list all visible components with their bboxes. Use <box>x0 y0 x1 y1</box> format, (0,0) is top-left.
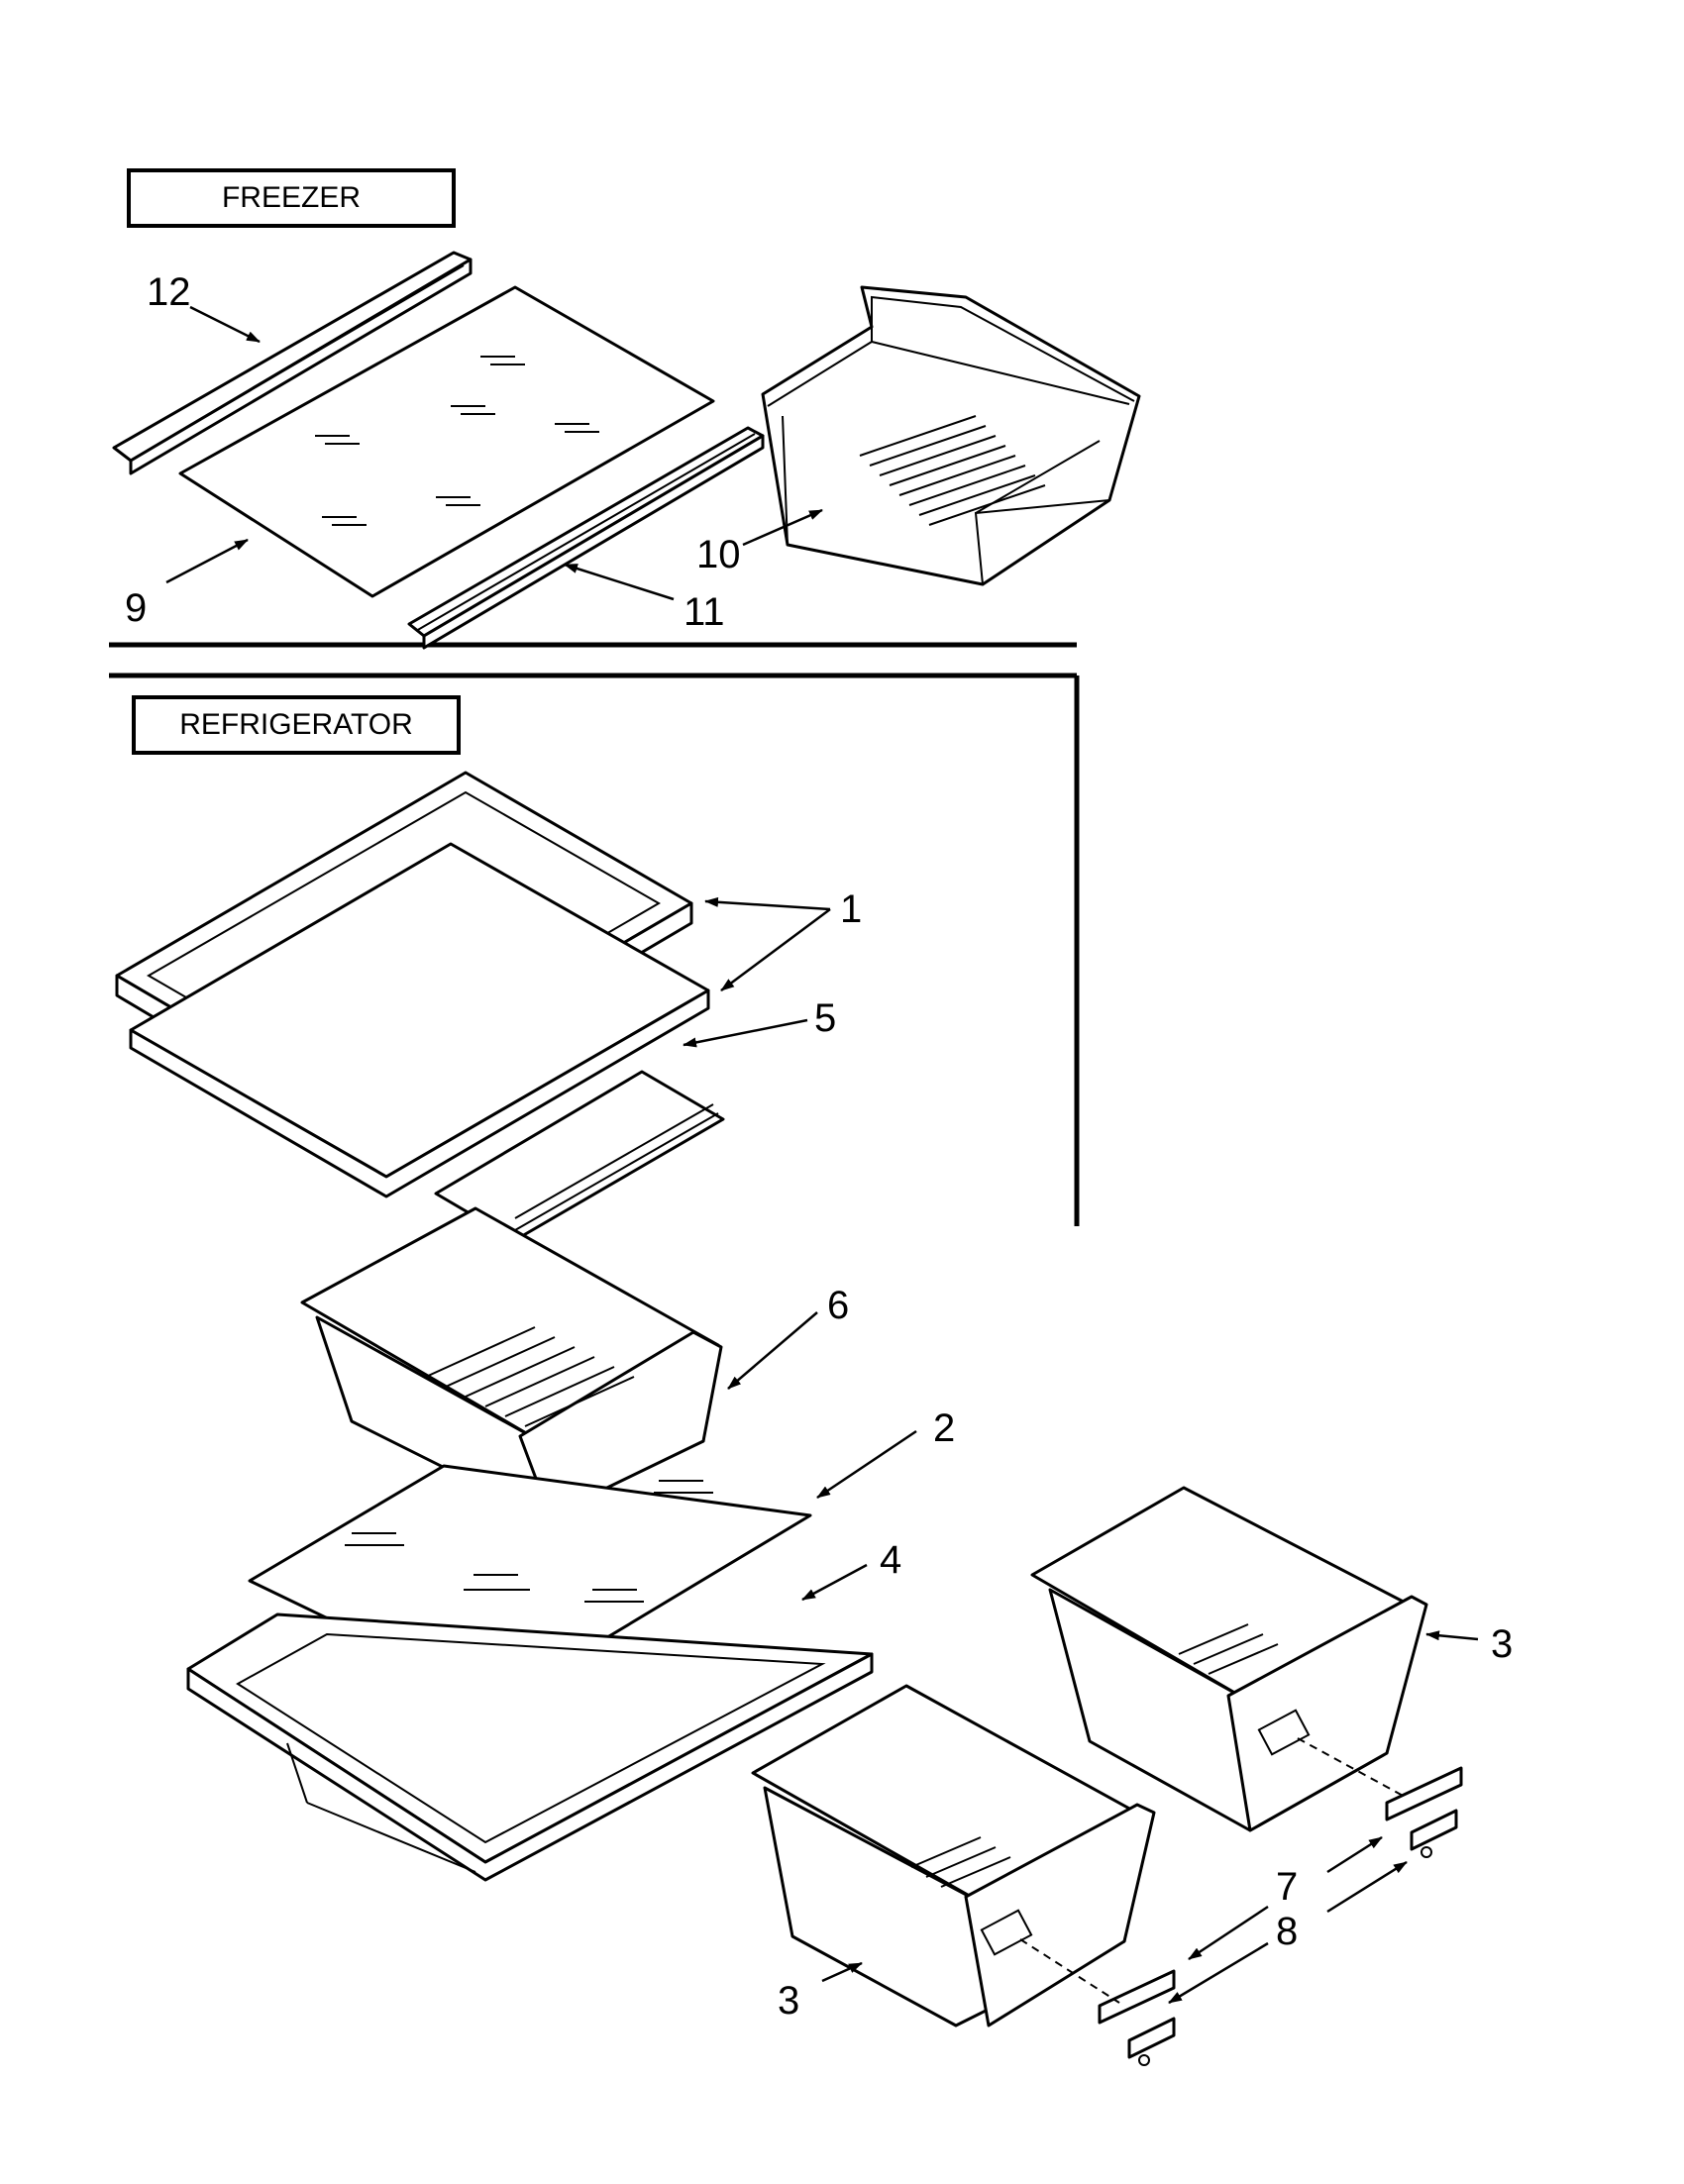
leader-6 <box>727 1311 818 1390</box>
callout-8: 8 <box>1276 1910 1299 1953</box>
freezer-bin-10 <box>761 285 1141 586</box>
refrigerator-drawer-6 <box>300 1206 723 1517</box>
callout-3-left: 3 <box>778 1979 800 2023</box>
freezer-glass-shelf-9 <box>178 285 715 598</box>
leader-9 <box>165 538 249 584</box>
callout-2: 2 <box>933 1406 956 1450</box>
leader-11 <box>564 563 675 601</box>
leader-12 <box>189 305 261 344</box>
leader-10 <box>742 508 823 547</box>
callout-6: 6 <box>827 1284 850 1327</box>
callout-12: 12 <box>147 270 191 314</box>
leader-4 <box>801 1563 868 1602</box>
callout-4: 4 <box>880 1538 902 1582</box>
leader-2 <box>816 1429 917 1500</box>
callout-7: 7 <box>1276 1865 1299 1909</box>
freezer-rail-11 <box>407 426 765 650</box>
crisper-drawer-3-right <box>1030 1486 1428 1832</box>
leader-1b <box>720 907 831 992</box>
leader-7-right <box>1326 1835 1383 1874</box>
leader-5 <box>683 1018 808 1048</box>
refrigerator-shelf-1-lower <box>129 842 710 1198</box>
drawer-clip-7-left <box>1098 1969 1176 2025</box>
refrigerator-crisper-frame-4 <box>186 1612 874 1882</box>
freezer-rail-12 <box>112 251 473 475</box>
callout-5: 5 <box>814 996 837 1040</box>
leader-1a <box>704 896 831 911</box>
callout-1: 1 <box>840 887 863 931</box>
leader-8-left <box>1168 1941 1269 2005</box>
leader-3-left <box>821 1961 863 1983</box>
refrigerator-section-label: REFRIGERATOR <box>132 695 461 755</box>
freezer-section-label: FREEZER <box>127 168 456 228</box>
callout-11: 11 <box>684 590 725 634</box>
clip-dashed-line-right <box>1297 1737 1408 1799</box>
clip-dashed-line-left <box>1019 1938 1120 2004</box>
callout-3-right: 3 <box>1491 1622 1514 1666</box>
leader-7-left <box>1188 1905 1269 1961</box>
drawer-clip-8-left <box>1127 2017 1176 2066</box>
callout-10: 10 <box>696 533 741 576</box>
callout-9: 9 <box>125 586 148 630</box>
leader-8-right <box>1326 1860 1408 1914</box>
drawer-clip-8-right <box>1410 1809 1458 1858</box>
drawer-clip-7-right <box>1385 1766 1463 1821</box>
leader-3-right <box>1425 1630 1479 1641</box>
